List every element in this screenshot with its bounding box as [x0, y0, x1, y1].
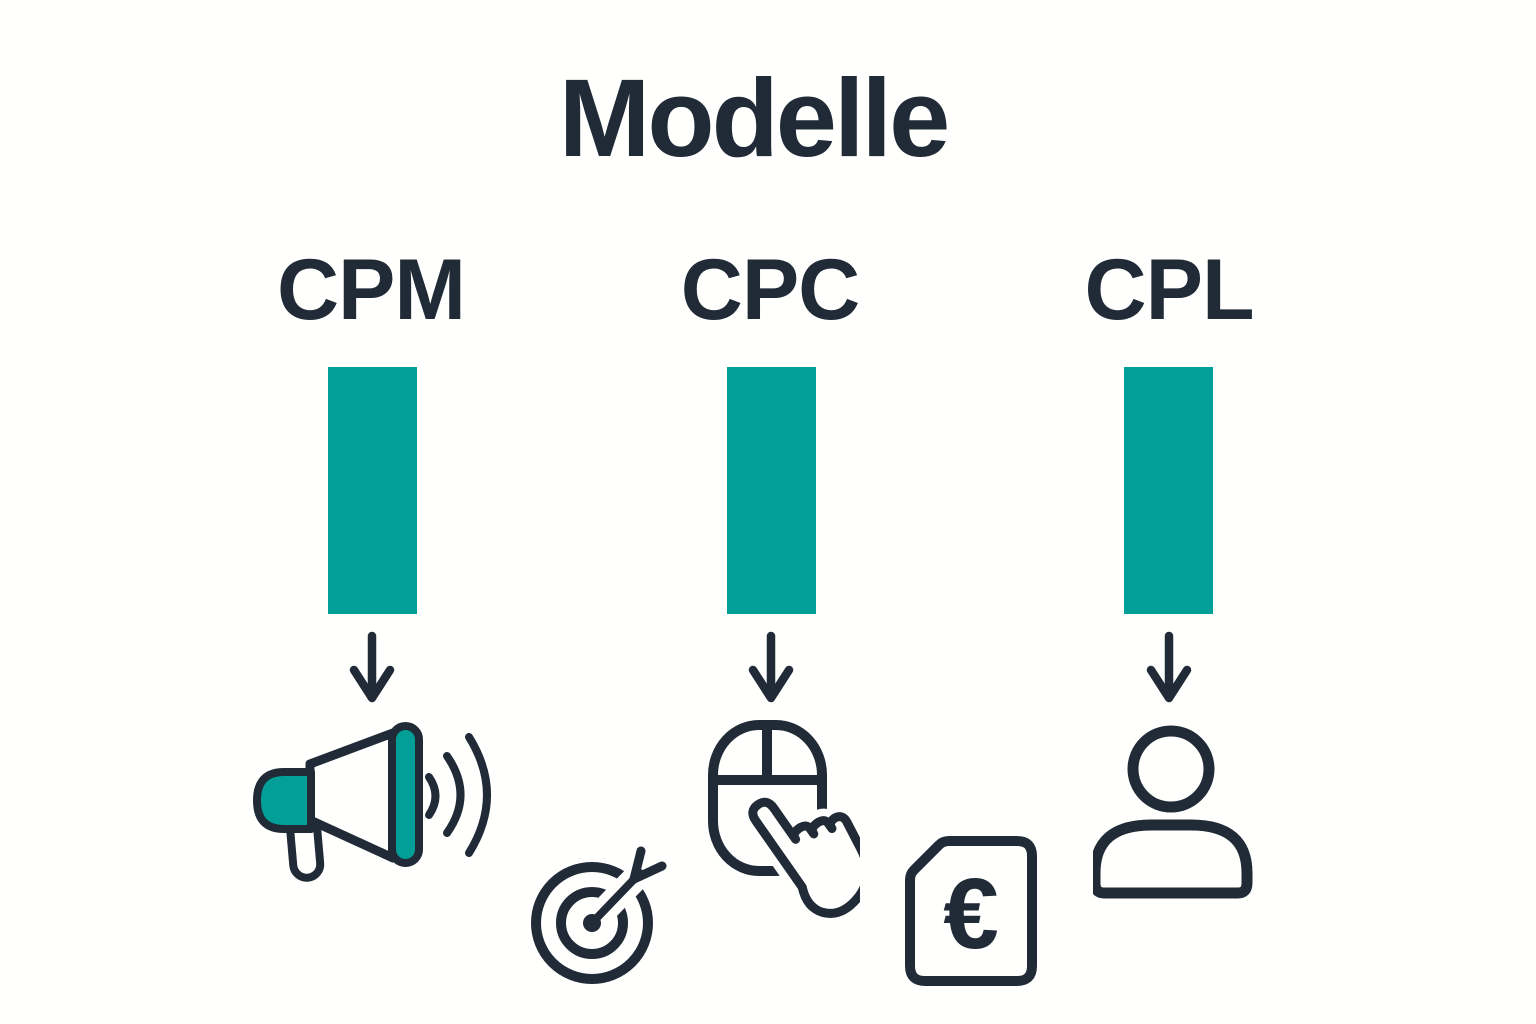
- person-body: [1093, 819, 1253, 899]
- dart: [588, 846, 667, 927]
- person-head: [1127, 725, 1215, 813]
- down-arrow-icon: [349, 631, 395, 703]
- target-inner-ring: [556, 887, 628, 959]
- megaphone-icon: [253, 722, 491, 882]
- down-arrow-icon: [748, 631, 794, 703]
- document-shape: [905, 836, 1037, 986]
- person-icon: [1093, 725, 1253, 899]
- bar-cpm: [328, 367, 417, 614]
- mouse-click-icon: [708, 720, 860, 918]
- bar-cpl: [1124, 367, 1213, 614]
- target-dart-icon: [531, 846, 667, 984]
- target-bullseye: [583, 914, 601, 932]
- down-arrow-icon: [1146, 631, 1192, 703]
- megaphone-rim: [388, 722, 423, 867]
- euro-symbol: €: [943, 858, 999, 970]
- page-title: Modelle: [558, 57, 950, 180]
- column-label-cpc: CPC: [680, 242, 861, 338]
- euro-document-icon: €: [905, 836, 1037, 986]
- target-outer-ring: [531, 862, 653, 984]
- column-label-cpm: CPM: [276, 242, 466, 338]
- megaphone-mouthpiece: [253, 768, 315, 833]
- sound-waves: [425, 733, 491, 857]
- megaphone-cone: [305, 728, 398, 863]
- mouse-body: [708, 720, 827, 876]
- column-label-cpl: CPL: [1084, 242, 1255, 338]
- pointer-hand: [740, 790, 860, 918]
- bar-cpc: [727, 367, 816, 614]
